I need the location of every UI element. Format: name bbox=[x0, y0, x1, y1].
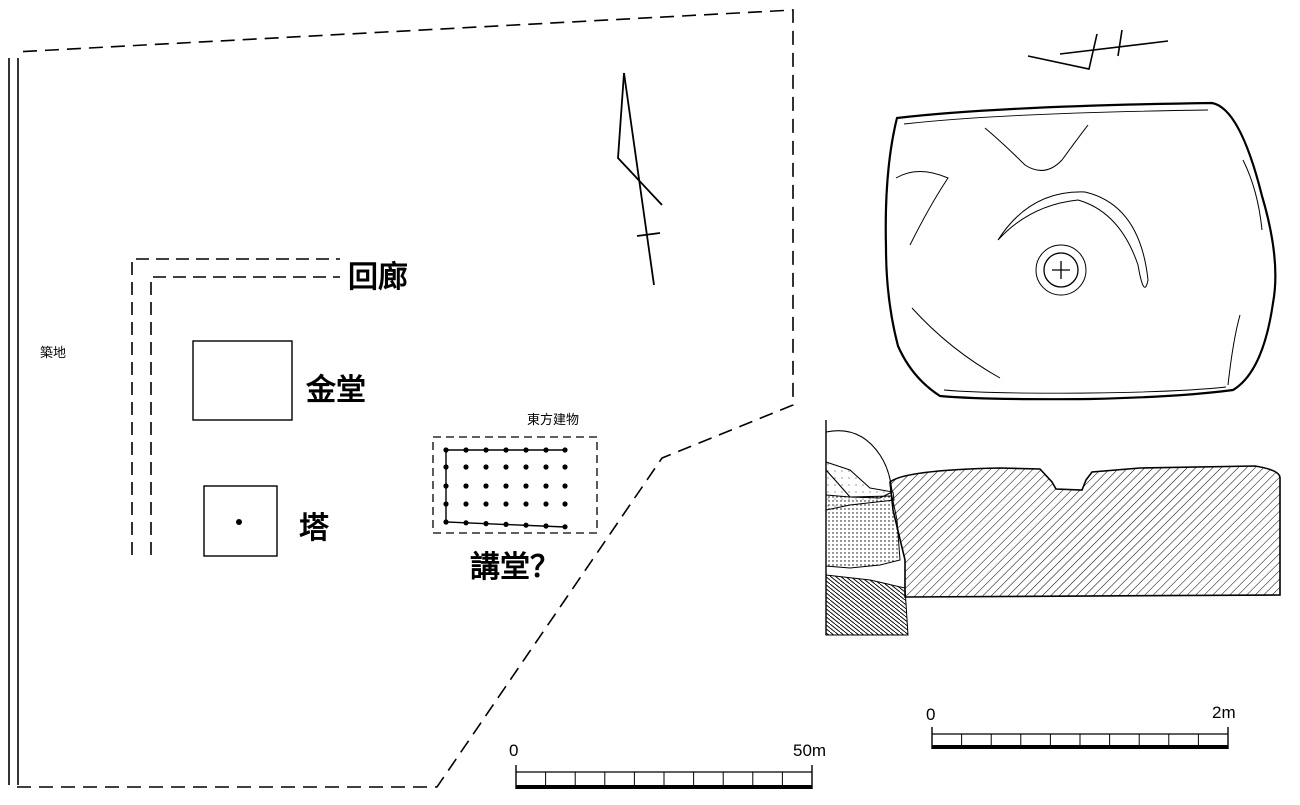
post-hole bbox=[443, 447, 449, 453]
post-hole bbox=[543, 483, 549, 489]
pagoda-outline bbox=[203, 485, 278, 557]
section-soil-sparse bbox=[825, 461, 895, 511]
post-hole bbox=[562, 447, 568, 453]
stone-plan-outline bbox=[884, 101, 1277, 401]
east-building-label: 東方建物 bbox=[527, 412, 579, 428]
post-hole bbox=[503, 483, 509, 489]
precinct-boundary bbox=[14, 9, 794, 788]
post-hole bbox=[523, 501, 529, 507]
post-hole bbox=[562, 524, 568, 530]
stone-surface-lines bbox=[895, 124, 1263, 386]
stone-plan-outline-inner bbox=[903, 109, 1227, 394]
post-hole bbox=[543, 501, 549, 507]
post-hole bbox=[463, 447, 469, 453]
post-hole bbox=[562, 464, 568, 470]
post-hole bbox=[483, 501, 489, 507]
post-hole bbox=[443, 464, 449, 470]
pagoda-center-stone bbox=[236, 519, 242, 525]
post-hole bbox=[503, 464, 509, 470]
wall-label: 築地 bbox=[40, 346, 66, 361]
scale-bar-2m: 0 2m bbox=[926, 703, 1236, 749]
stone-section bbox=[825, 420, 1281, 636]
north-arrow bbox=[617, 72, 663, 286]
stone-pillar-seat-outer bbox=[1035, 244, 1087, 296]
post-hole bbox=[483, 447, 489, 453]
post-hole bbox=[483, 483, 489, 489]
post-hole bbox=[562, 501, 568, 507]
scale-bar-50m: 0 50m bbox=[509, 741, 826, 789]
post-hole bbox=[483, 464, 489, 470]
post-hole bbox=[463, 520, 469, 526]
pagoda-label: 塔 bbox=[299, 511, 330, 546]
post-hole bbox=[463, 501, 469, 507]
post-hole bbox=[463, 483, 469, 489]
section-stone-body bbox=[889, 465, 1281, 598]
post-hole bbox=[523, 522, 529, 528]
post-hole bbox=[463, 464, 469, 470]
stone-pillar-seat-inner bbox=[1043, 252, 1079, 288]
scale-50m-end-label: 50m bbox=[793, 741, 826, 760]
post-hole bbox=[543, 447, 549, 453]
post-hole bbox=[543, 523, 549, 529]
lecture-hall-label: 講堂？ bbox=[470, 550, 560, 585]
scale-2m-end-label: 2m bbox=[1212, 703, 1236, 722]
site-plan: 0 50m 回廊 金堂 塔 講堂？ 東方建物 築地 bbox=[8, 9, 826, 789]
foundation-stone-drawing: 0 2m bbox=[825, 29, 1281, 749]
post-hole bbox=[543, 464, 549, 470]
post-hole bbox=[523, 464, 529, 470]
post-hole bbox=[562, 483, 568, 489]
post-hole bbox=[483, 521, 489, 527]
corridor-inner bbox=[150, 276, 340, 555]
post-hole bbox=[503, 447, 509, 453]
post-hole bbox=[443, 483, 449, 489]
east-building-post-holes bbox=[443, 447, 568, 530]
post-hole bbox=[523, 447, 529, 453]
post-hole bbox=[503, 521, 509, 528]
east-building-outline bbox=[432, 436, 598, 534]
kondo-label: 金堂 bbox=[305, 373, 366, 408]
section-soil-base bbox=[825, 574, 909, 636]
kondo-outline bbox=[192, 340, 293, 421]
scale-2m-start-label: 0 bbox=[926, 705, 935, 724]
post-hole bbox=[503, 501, 509, 507]
post-hole bbox=[443, 501, 449, 507]
post-hole bbox=[523, 483, 529, 489]
stone-north-arrow bbox=[1027, 29, 1169, 70]
corridor-label: 回廊 bbox=[348, 260, 408, 295]
scale-50m-start-label: 0 bbox=[509, 741, 518, 760]
post-hole bbox=[443, 519, 449, 525]
